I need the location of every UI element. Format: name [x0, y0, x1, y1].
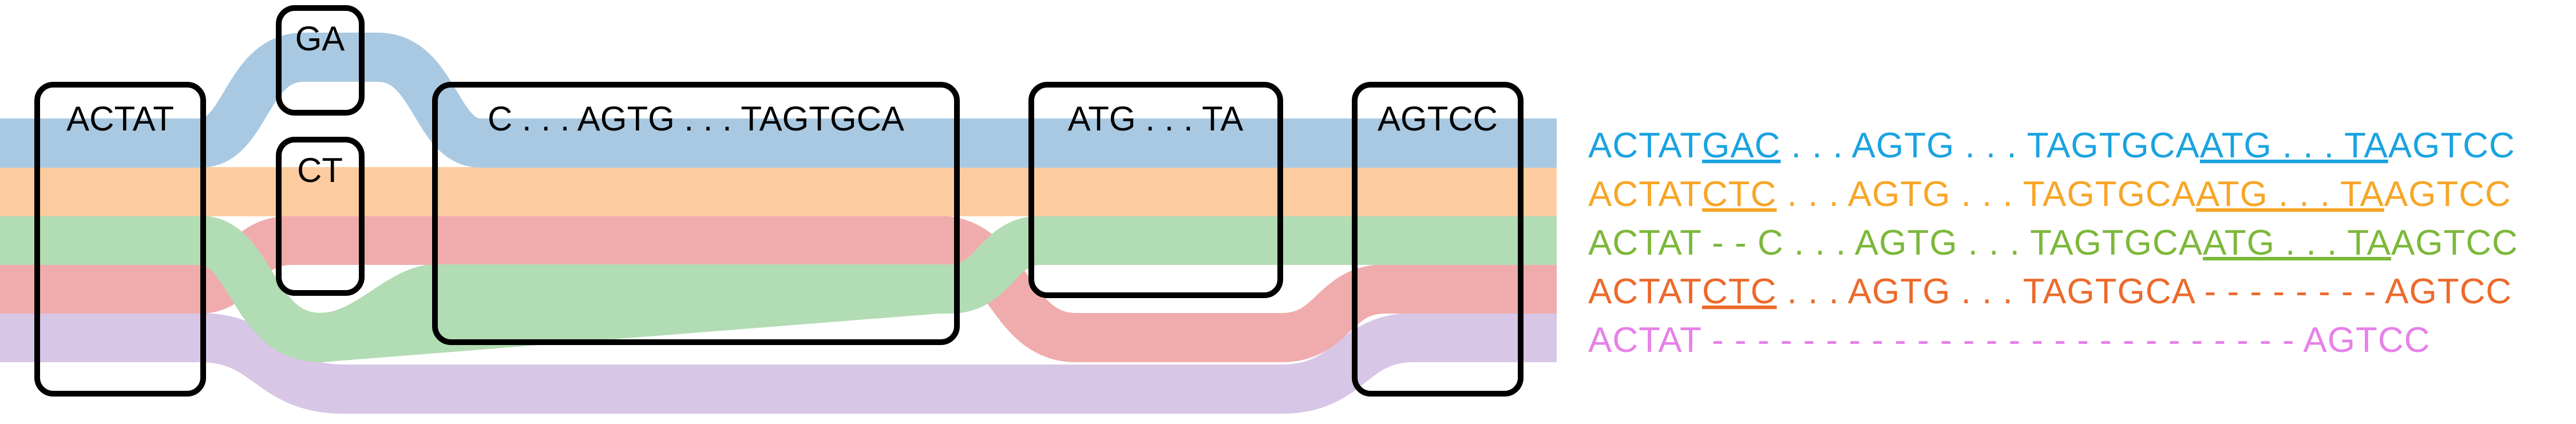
path-band-purple	[0, 313, 1557, 414]
node-label-ga: GA	[295, 19, 345, 58]
sequence-segment: ACTAT - - C . . . AGTG . . . TAGTGCA	[1588, 223, 2203, 263]
sequence-line: ACTATCTC . . . AGTG . . . TAGTGCA - - - …	[1588, 272, 2512, 311]
graph-nodes	[34, 5, 1524, 397]
sequence-segment-underlined: CTC	[1702, 272, 1776, 311]
sequence-line: ACTAT - - - - - - - - - - - - - - - - - …	[1588, 320, 2430, 360]
sequence-segment-underlined: GAC	[1702, 126, 1780, 165]
node-label-actat: ACTAT	[66, 100, 174, 138]
sequence-line: ACTATGAC . . . AGTG . . . TAGTGCAATG . .…	[1588, 126, 2515, 165]
sequence-segment: ACTAT - - - - - - - - - - - - - - - - - …	[1588, 320, 2430, 360]
sequence-segment: . . . AGTG . . . TAGTGCA - - - - - - - -…	[1776, 272, 2512, 311]
sequence-segment-underlined: ATG . . . TA	[2200, 126, 2388, 165]
node-box-actat	[34, 82, 206, 397]
sequence-segment-underlined: CTC	[1702, 175, 1776, 214]
node-box-c-agtg-tagtgca	[432, 82, 960, 345]
sequence-segment: ACTAT	[1588, 126, 1702, 165]
sequence-segment: AGTCC	[2388, 126, 2515, 165]
node-label-agtcc: AGTCC	[1378, 100, 1498, 138]
node-label-c-agtg-tagtgca: C . . . AGTG . . . TAGTGCA	[488, 100, 904, 138]
sequence-segment: . . . AGTG . . . TAGTGCA	[1776, 175, 2195, 214]
sequence-line: ACTATCTC . . . AGTG . . . TAGTGCAATG . .…	[1588, 175, 2511, 214]
node-box-agtcc	[1352, 82, 1524, 397]
node-label-ct: CT	[297, 151, 343, 189]
sequence-segment-underlined: ATG . . . TA	[2203, 223, 2391, 263]
sequence-line: ACTAT - - C . . . AGTG . . . TAGTGCAATG …	[1588, 223, 2518, 263]
sequence-segment: AGTCC	[2391, 223, 2518, 263]
node-label-atg-ta: ATG . . . TA	[1068, 100, 1244, 138]
node-box-ct	[276, 137, 365, 296]
path-band-blue	[0, 33, 1557, 168]
sequence-segment: . . . AGTG . . . TAGTGCA	[1780, 126, 2199, 165]
sequence-segment: ACTAT	[1588, 272, 1702, 311]
sequence-segment-underlined: ATG . . . TA	[2196, 175, 2384, 214]
node-box-ga	[276, 5, 365, 116]
sequence-segment: AGTCC	[2384, 175, 2511, 214]
path-band-green	[0, 216, 1557, 363]
node-box-atg-ta	[1028, 82, 1283, 298]
haplotype-bands	[0, 33, 1557, 414]
sequence-segment: ACTAT	[1588, 175, 1702, 214]
aligned-sequences: ACTATGAC . . . AGTG . . . TAGTGCAATG . .…	[1588, 126, 2518, 360]
